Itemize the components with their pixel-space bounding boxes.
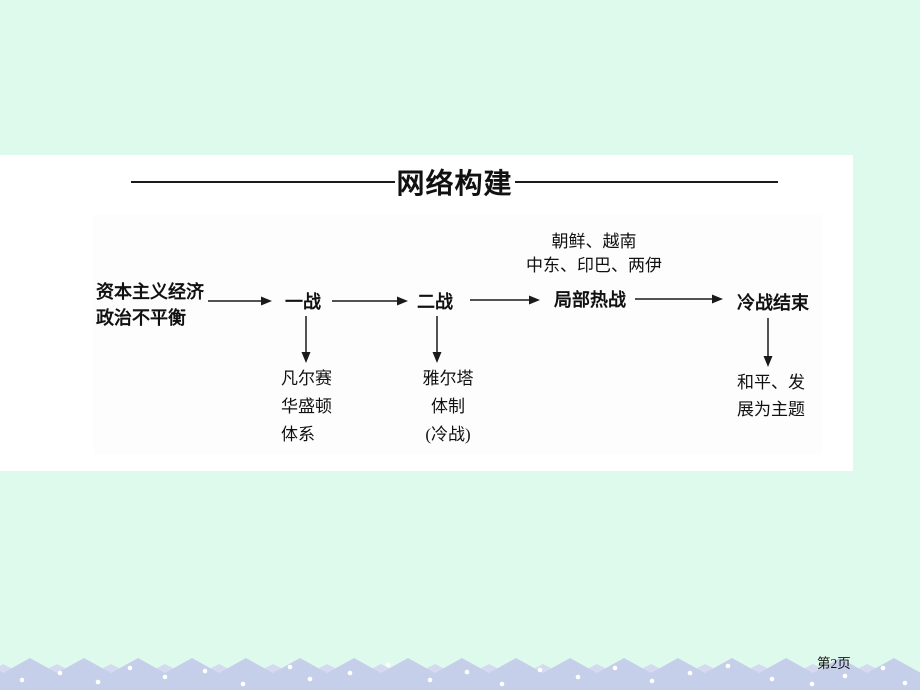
ww1-outcome-line2: 华盛顿 xyxy=(281,397,332,416)
page-title: 网络构建 xyxy=(396,169,513,200)
page-number: 第2页 xyxy=(817,656,851,671)
node-local-hot-wars: 局部热战 xyxy=(554,290,626,310)
node-cause: 资本主义经济 政治不平衡 xyxy=(96,279,204,331)
node-cause-line2: 政治不平衡 xyxy=(96,308,186,328)
node-cause-line1: 资本主义经济 xyxy=(96,282,204,302)
node-ww2: 二战 xyxy=(417,292,453,312)
title-rule-right xyxy=(514,181,779,183)
annotation-versailles-washington-system: 凡尔赛 华盛顿 体系 xyxy=(281,365,332,449)
title-rule-left xyxy=(131,181,395,183)
hot-war-examples-line2: 中东、印巴、两伊 xyxy=(526,256,662,275)
cold-war-end-outcome-line2: 展为主题 xyxy=(737,400,805,419)
annotation-peace-development-theme: 和平、发 展为主题 xyxy=(737,369,805,423)
content-area: 网络构建 资本主义经济 政治不平衡 一战 二战 局部热战 冷战结束 朝鲜、越南 … xyxy=(0,155,853,471)
node-cold-war-end: 冷战结束 xyxy=(737,293,809,313)
cold-war-end-outcome-line1: 和平、发 xyxy=(737,373,805,392)
annotation-hot-war-examples: 朝鲜、越南 中东、印巴、两伊 xyxy=(510,230,678,278)
ww1-outcome-line3: 体系 xyxy=(281,425,315,444)
annotation-yalta-system: 雅尔塔 体制 (冷战) xyxy=(410,365,486,449)
ww1-outcome-line1: 凡尔赛 xyxy=(281,369,332,388)
ww2-outcome-line3: (冷战) xyxy=(425,425,471,444)
zigzag-front-layer xyxy=(0,658,920,690)
zigzag-dots xyxy=(19,662,908,687)
node-ww1: 一战 xyxy=(285,292,321,312)
hot-war-examples-line1: 朝鲜、越南 xyxy=(551,232,637,251)
bottom-border-zigzag xyxy=(0,658,920,690)
ww2-outcome-line1: 雅尔塔 xyxy=(422,369,474,388)
title-row: 网络构建 xyxy=(131,165,779,200)
diagram-panel xyxy=(93,215,822,455)
ww2-outcome-line2: 体制 xyxy=(431,397,465,416)
